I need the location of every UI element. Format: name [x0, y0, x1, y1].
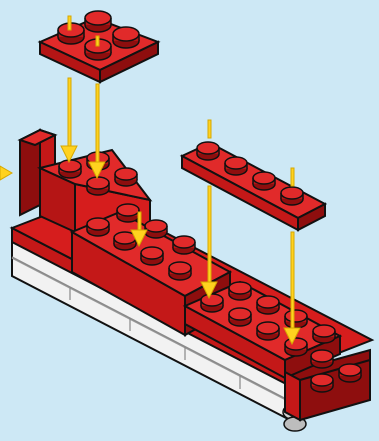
build-step-panel [0, 0, 379, 441]
lego-build-step-illustration [0, 0, 379, 441]
